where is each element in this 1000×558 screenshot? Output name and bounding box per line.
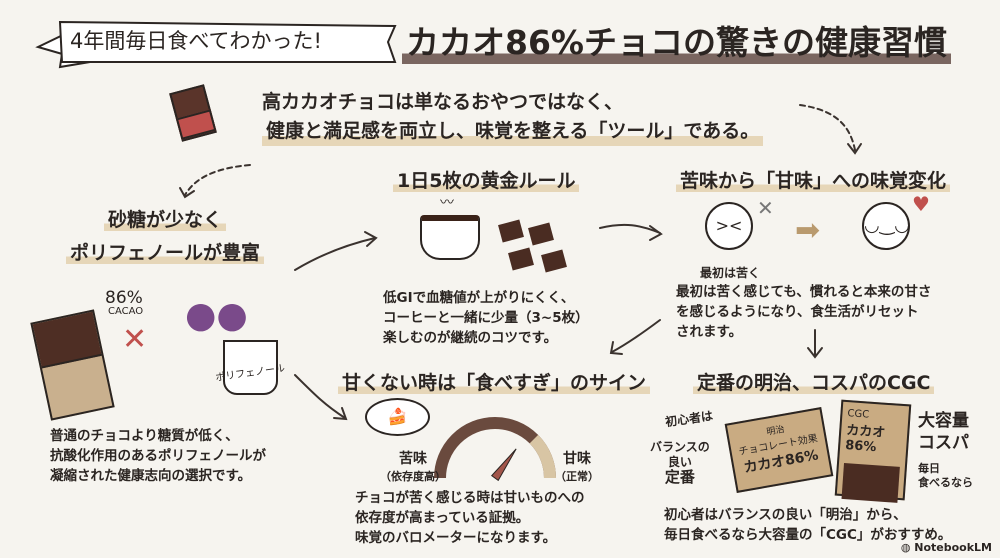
- taste-gauge: [434, 417, 556, 482]
- cacao-percent: 86%: [105, 288, 143, 308]
- label-text: 甘味: [563, 451, 591, 467]
- arrow-s1-s2: [294, 237, 376, 271]
- steam-icon: 〰: [440, 195, 454, 211]
- bag-text: カカオ86%: [844, 423, 886, 456]
- heading-text: 甘くない時は「食べすぎ」のサイン: [338, 372, 651, 394]
- arrow-to-section3: [799, 104, 856, 151]
- body-line: 依存度が高まっている証拠。: [355, 510, 530, 526]
- thought-bubble-sweets-icon: 🍰: [365, 398, 430, 436]
- label-line: 毎日: [918, 462, 940, 475]
- cross-icon: ✕: [757, 196, 774, 220]
- arrow-to-section1: [184, 164, 251, 196]
- section5-heading: 定番の明治、コスパのCGC: [693, 368, 935, 395]
- balance-label: バランスの 良い 定番: [650, 440, 710, 485]
- chocolate-pieces-icon: [495, 219, 575, 273]
- section4-body: チョコが苦く感じる時は甘いものへの 依存度が高まっている証拠。 味覚のバロメータ…: [355, 488, 585, 548]
- section3-heading: 苦味から「甘味」への味覚変化: [676, 166, 951, 193]
- grapes-icon: ●●: [185, 295, 248, 336]
- body-line: 初心者はバランスの良い「明治」から、: [664, 507, 907, 523]
- coffee-cup-icon: [420, 215, 480, 260]
- body-line: 普通のチョコより糖質が低く、: [50, 428, 239, 444]
- notebooklm-logo: ◍ NotebookLM: [901, 541, 992, 554]
- cacao-label: CACAO: [108, 306, 144, 317]
- body-line: 最初は苦く感じても、慣れると本来の甘さ: [676, 284, 932, 300]
- bitter-face-icon: ><: [705, 202, 753, 250]
- label-line: 大容量: [918, 411, 969, 431]
- body-line: 毎日食べるなら大容量の「CGC」がおすすめ。: [664, 527, 952, 543]
- arrow-s3-s4: [611, 319, 661, 353]
- arrow-s1-s4: [294, 374, 346, 419]
- body-line: されます。: [676, 324, 743, 340]
- body-line: 低GIで血糖値が上がりにくく、: [383, 290, 575, 306]
- subtitle-line: 高カカオチョコは単なるおやつではなく、: [262, 91, 624, 113]
- heart-icon: ♥: [912, 192, 930, 216]
- daily-label: 毎日 食べるなら: [918, 462, 973, 490]
- cgc-bag: CGC カカオ86%: [834, 399, 912, 503]
- section5-body: 初心者はバランスの良い「明治」から、 毎日食べるなら大容量の「CGC」がおすすめ…: [664, 505, 951, 545]
- section2-body: 低GIで血糖値が上がりにくく、 コーヒーと一緒に少量（3~5枚） 楽しむのが継続…: [383, 288, 589, 348]
- label-line: コスパ: [918, 433, 969, 453]
- label-sub: （依存度高）: [380, 470, 446, 483]
- body-line: コーヒーと一緒に少量（3~5枚）: [383, 310, 589, 326]
- gauge-right-label: 甘味 （正常）: [555, 448, 599, 484]
- right-arrow-icon: ➡: [795, 213, 821, 248]
- label-sub: （正常）: [555, 470, 599, 483]
- section1-body: 普通のチョコより糖質が低く、 抗酸化作用のあるポリフェノールが 凝縮された健康志…: [50, 426, 266, 486]
- section1: 砂糖が少なく ポリフェノールが豊富: [30, 205, 300, 265]
- heading-text: 1日5枚の黄金ルール: [393, 170, 580, 192]
- label-line: バランスの: [650, 440, 710, 454]
- body-line: チョコが苦く感じる時は甘いものへの: [355, 490, 585, 506]
- heading-text: 苦味から「甘味」への味覚変化: [676, 170, 951, 192]
- no-sugar-icon: ✕: [122, 322, 148, 357]
- label-line: 食べるなら: [918, 476, 973, 489]
- bulk-label: 大容量 コスパ: [918, 410, 969, 454]
- banner-text: 4年間毎日食べてわかった!: [70, 29, 322, 53]
- gauge-needle: [491, 448, 517, 482]
- logo-text: NotebookLM: [914, 541, 992, 554]
- page-title: カカオ86%チョコの驚きの健康習慣: [402, 16, 951, 64]
- subtitle: 高カカオチョコは単なるおやつではなく、 健康と満足感を両立し、味覚を整える「ツー…: [262, 88, 764, 146]
- section3-body: 最初は苦く感じても、慣れると本来の甘さ を感じるようになり、食生活がリセット さ…: [676, 282, 931, 342]
- section1-heading: ポリフェノールが豊富: [65, 242, 264, 264]
- section3-caption: 最初は苦く: [700, 266, 761, 280]
- label-line: 定番: [664, 468, 695, 486]
- body-line: を感じるようになり、食生活がリセット: [676, 304, 919, 320]
- body-line: 楽しむのが継続のコツです。: [383, 330, 558, 346]
- gauge-light-segment: [529, 434, 556, 479]
- section4-heading: 甘くない時は「食べすぎ」のサイン: [338, 368, 651, 395]
- coffee-cup-icon: [223, 340, 278, 395]
- body-line: 抗酸化作用のあるポリフェノールが: [50, 448, 266, 464]
- heading-text: 定番の明治、コスパのCGC: [693, 372, 935, 394]
- section2-heading: 1日5枚の黄金ルール: [393, 166, 580, 193]
- arrow-s2-s3: [599, 223, 661, 234]
- label-line: 良い: [667, 455, 692, 469]
- body-line: 味覚のバロメーターになります。: [355, 530, 557, 546]
- body-line: 凝縮された健康志向の選択です。: [50, 468, 252, 484]
- subtitle-line: 健康と満足感を両立し、味覚を整える「ツール」である。: [262, 117, 764, 146]
- section1-heading: 砂糖が少なく: [103, 209, 226, 231]
- happy-face-icon: ◡‿◡: [862, 202, 910, 250]
- gauge-left-label: 苦味 （依存度高）: [380, 448, 446, 484]
- logo-icon: ◍: [900, 541, 915, 554]
- label-text: 苦味: [399, 451, 427, 467]
- banner: 4年間毎日食べてわかった!: [30, 12, 400, 69]
